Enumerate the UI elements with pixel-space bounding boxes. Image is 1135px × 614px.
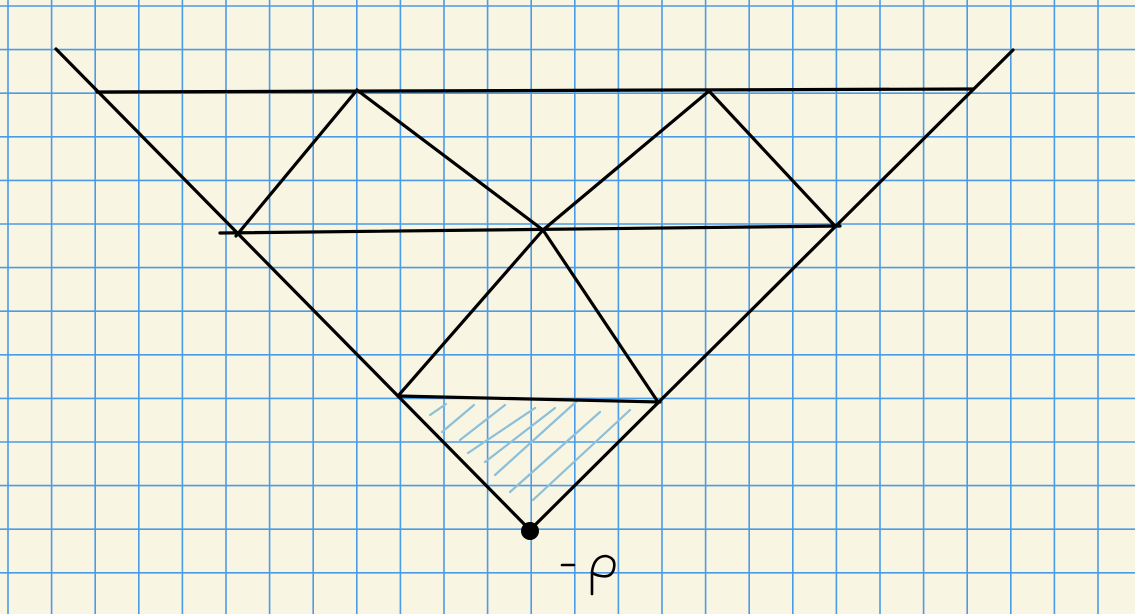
- top-line: [95, 87, 975, 94]
- point-label: [560, 554, 616, 596]
- triangulation: [234, 88, 837, 404]
- middle-line: [218, 224, 842, 235]
- shaded-region: [428, 398, 632, 502]
- apex-point: [521, 522, 539, 540]
- horizontal-lines: [95, 87, 975, 404]
- bottom-line: [396, 394, 662, 404]
- light-cone: [54, 47, 1015, 532]
- cone-left-edge: [54, 47, 532, 532]
- cone-right-edge: [528, 48, 1015, 532]
- point-label-text: -ρ: [560, 555, 561, 556]
